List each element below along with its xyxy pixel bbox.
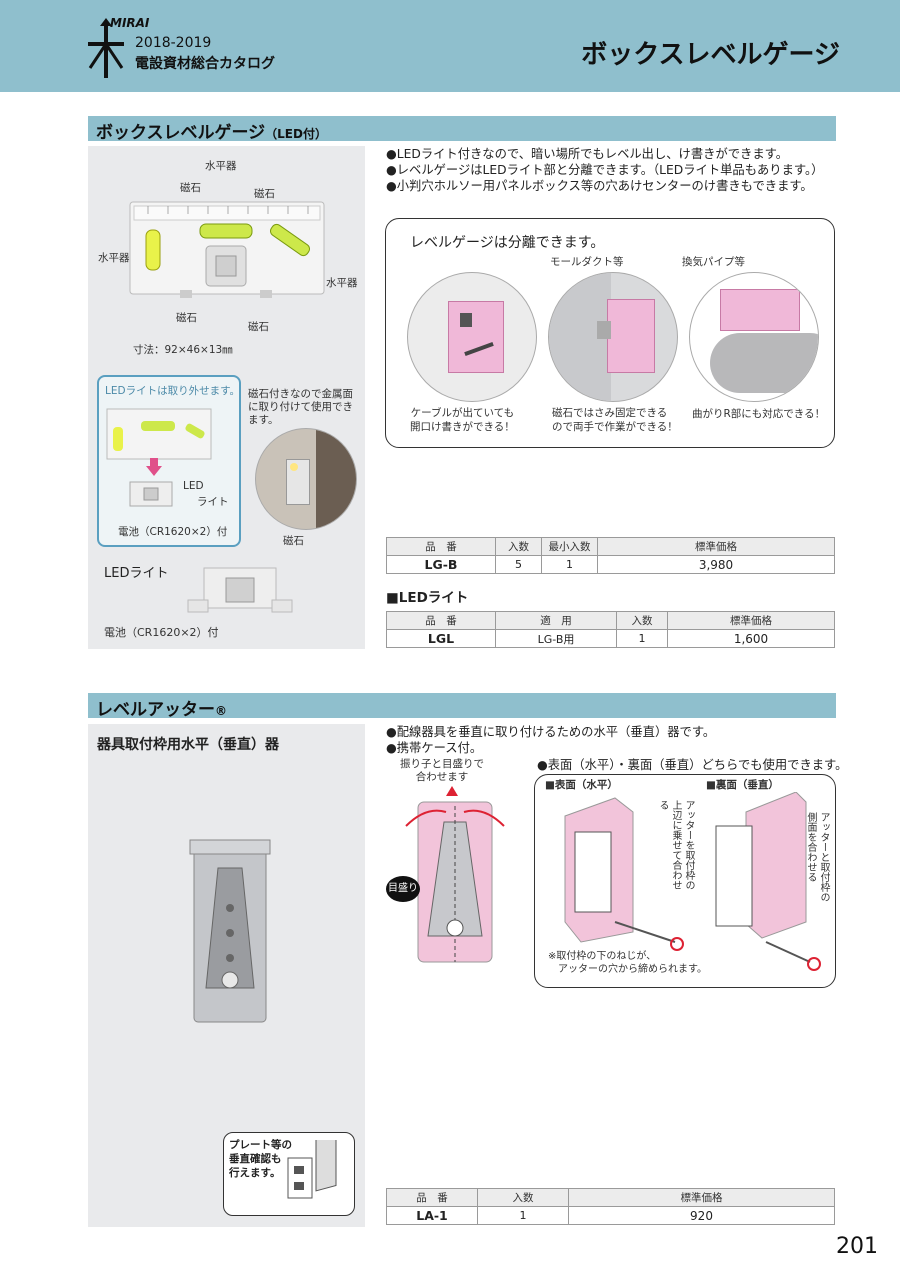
table-cell: LGL xyxy=(386,629,496,648)
bullet-item: ●配線器具を垂直に取り付けるための水平（垂直）器です。 xyxy=(386,725,716,739)
bullet-item: ●レベルゲージはLEDライト部と分離できます。（LEDライト単品もあります。） xyxy=(386,163,824,177)
callout-circle-2 xyxy=(548,272,678,402)
table-cell: 1 xyxy=(477,1206,569,1225)
bullet-item: ●小判穴ホルソー用パネルボックス等の穴あけセンターのけ書きもできます。 xyxy=(386,179,813,193)
led-detail-box xyxy=(97,375,241,547)
gauge-small-icon xyxy=(106,408,212,460)
table-row: LA-1 1 920 xyxy=(386,1206,835,1225)
section2-bullets: ●配線器具を垂直に取り付けるための水平（垂直）器です。 ●携帯ケース付。 xyxy=(386,724,715,756)
mirai-logo-icon xyxy=(88,18,124,78)
table-cell: LG-B用 xyxy=(495,629,617,648)
label-magnet-4: 磁石 xyxy=(248,321,269,333)
table-cell: LG-B xyxy=(386,555,496,574)
down-arrow-icon xyxy=(146,458,162,476)
front-usage-image xyxy=(564,797,684,951)
back-usage-image xyxy=(715,792,821,971)
led-light-image xyxy=(187,567,293,613)
screw-note: ※取付枠の下のねじが、 アッターの穴から締められます。 xyxy=(548,951,707,975)
table-cell: 1 xyxy=(616,629,668,648)
table-header-cell: 品 番 xyxy=(386,537,496,556)
both-sides-text: ●表面（水平）・裏面（垂直）どちらでも使用できます。 xyxy=(537,758,848,772)
led-light-battery: 電池（CR1620×2）付 xyxy=(104,626,219,639)
section1-bar xyxy=(88,116,836,141)
magnet-circle-image xyxy=(255,428,357,530)
plate-note: プレート等の 垂直確認も 行えます。 xyxy=(229,1139,292,1179)
spec-table-lg-b: 品 番 入数 最小入数 標準価格 LG-B 5 1 3,980 xyxy=(386,537,835,574)
caption-cable: ケーブルが出ていても 開口け書きができる！ xyxy=(410,407,515,433)
table-header-cell: 品 番 xyxy=(386,611,496,630)
header-band xyxy=(0,0,900,92)
label-pipe: 換気パイプ等 xyxy=(682,256,745,268)
label-mold: モールダクト等 xyxy=(550,256,624,268)
spec-table-la-1: 品 番 入数 標準価格 LA-1 1 920 xyxy=(386,1188,835,1225)
table-header-cell: 品 番 xyxy=(386,1188,478,1207)
table-cell: 3,980 xyxy=(597,555,835,574)
table-header-row: 品 番 入数 最小入数 標準価格 xyxy=(386,537,835,556)
section2-subtitle: 器具取付枠用水平（垂直）器 xyxy=(97,737,279,753)
table-cell: 1,600 xyxy=(667,629,835,648)
table-header-row: 品 番 入数 標準価格 xyxy=(386,1188,835,1207)
led-light-small-icon xyxy=(129,481,173,507)
callout-circle-3 xyxy=(689,272,819,402)
level-utter-image xyxy=(189,839,271,1023)
label-magnet-3: 磁石 xyxy=(176,312,197,324)
led-heading: ■LEDライト xyxy=(386,590,469,606)
utter-diagram xyxy=(405,786,505,963)
pendulum-note: 振り子と目盛りで 合わせます xyxy=(400,758,484,783)
table-header-cell: 入数 xyxy=(616,611,668,630)
section2-bar xyxy=(88,693,836,718)
page-number: 201 xyxy=(836,1234,878,1259)
table-header-cell: 適 用 xyxy=(495,611,617,630)
section1-title: ボックスレベルゲージ（LED付） xyxy=(96,123,327,143)
light-text: ライト xyxy=(197,496,229,508)
magnet-note: 磁石付きなので金属面に取り付けて使用できます。 xyxy=(248,388,353,426)
catalog-name: 電設資材総合カタログ xyxy=(135,56,275,72)
catalog-year: 2018-2019 xyxy=(135,35,212,51)
bullet-item: ●LEDライト付きなので、暗い場所でもレベル出し、け書きができます。 xyxy=(386,147,789,161)
label-level-top: 水平器 xyxy=(205,160,237,172)
battery-text: 電池（CR1620×2）付 xyxy=(118,526,228,538)
scale-badge: 目盛り xyxy=(386,876,420,902)
bullet-item: ●携帯ケース付。 xyxy=(386,741,483,755)
label-magnet-1: 磁石 xyxy=(180,182,201,194)
table-row: LGL LG-B用 1 1,600 xyxy=(386,629,835,648)
page-title: ボックスレベルゲージ xyxy=(581,40,840,70)
callout-title: レベルゲージは分離できます。 xyxy=(410,235,605,251)
led-light-title: LEDライト xyxy=(104,566,169,581)
table-row: LG-B 5 1 3,980 xyxy=(386,555,835,574)
table-header-cell: 標準価格 xyxy=(568,1188,835,1207)
table-cell: LA-1 xyxy=(386,1206,478,1225)
section1-bullets: ●LEDライト付きなので、暗い場所でもレベル出し、け書きができます。 ●レベルゲ… xyxy=(386,146,823,194)
back-note: アッターと取付枠の側面を合わせる xyxy=(805,812,829,902)
table-cell: 5 xyxy=(495,555,542,574)
table-header-cell: 標準価格 xyxy=(667,611,835,630)
spec-table-lgl: 品 番 適 用 入数 標準価格 LGL LG-B用 1 1,600 xyxy=(386,611,835,648)
table-cell: 1 xyxy=(541,555,598,574)
front-label: ■表面（水平） xyxy=(545,779,618,791)
led-text: LED xyxy=(183,480,204,492)
table-header-row: 品 番 適 用 入数 標準価格 xyxy=(386,611,835,630)
label-level-left: 水平器 xyxy=(98,252,130,264)
label-magnet-2: 磁石 xyxy=(254,188,275,200)
section2-title: レベルアッター® xyxy=(96,700,227,720)
label-dimensions: 寸法：92×46×13㎜ xyxy=(133,344,233,356)
logo-text: MIRAI xyxy=(110,16,150,30)
table-cell: 920 xyxy=(568,1206,835,1225)
led-removable-text: LEDライトは取り外せます。 xyxy=(105,385,241,397)
back-label: ■裏面（垂直） xyxy=(706,779,779,791)
callout-circle-1 xyxy=(407,272,537,402)
level-gauge-image xyxy=(129,201,325,298)
table-header-cell: 標準価格 xyxy=(597,537,835,556)
caption-magnet: 磁石ではさみ固定できる ので両手で作業ができる！ xyxy=(552,407,678,433)
table-header-cell: 入数 xyxy=(495,537,542,556)
label-level-right: 水平器 xyxy=(326,277,358,289)
front-note: アッターを取付枠の上辺に乗せて合わせる xyxy=(657,800,694,890)
magnet-label: 磁石 xyxy=(283,535,304,547)
plate-check-icon xyxy=(287,1140,337,1199)
table-header-cell: 最小入数 xyxy=(541,537,598,556)
table-header-cell: 入数 xyxy=(477,1188,569,1207)
caption-curve: 曲がりR部にも対応できる！ xyxy=(692,408,826,420)
